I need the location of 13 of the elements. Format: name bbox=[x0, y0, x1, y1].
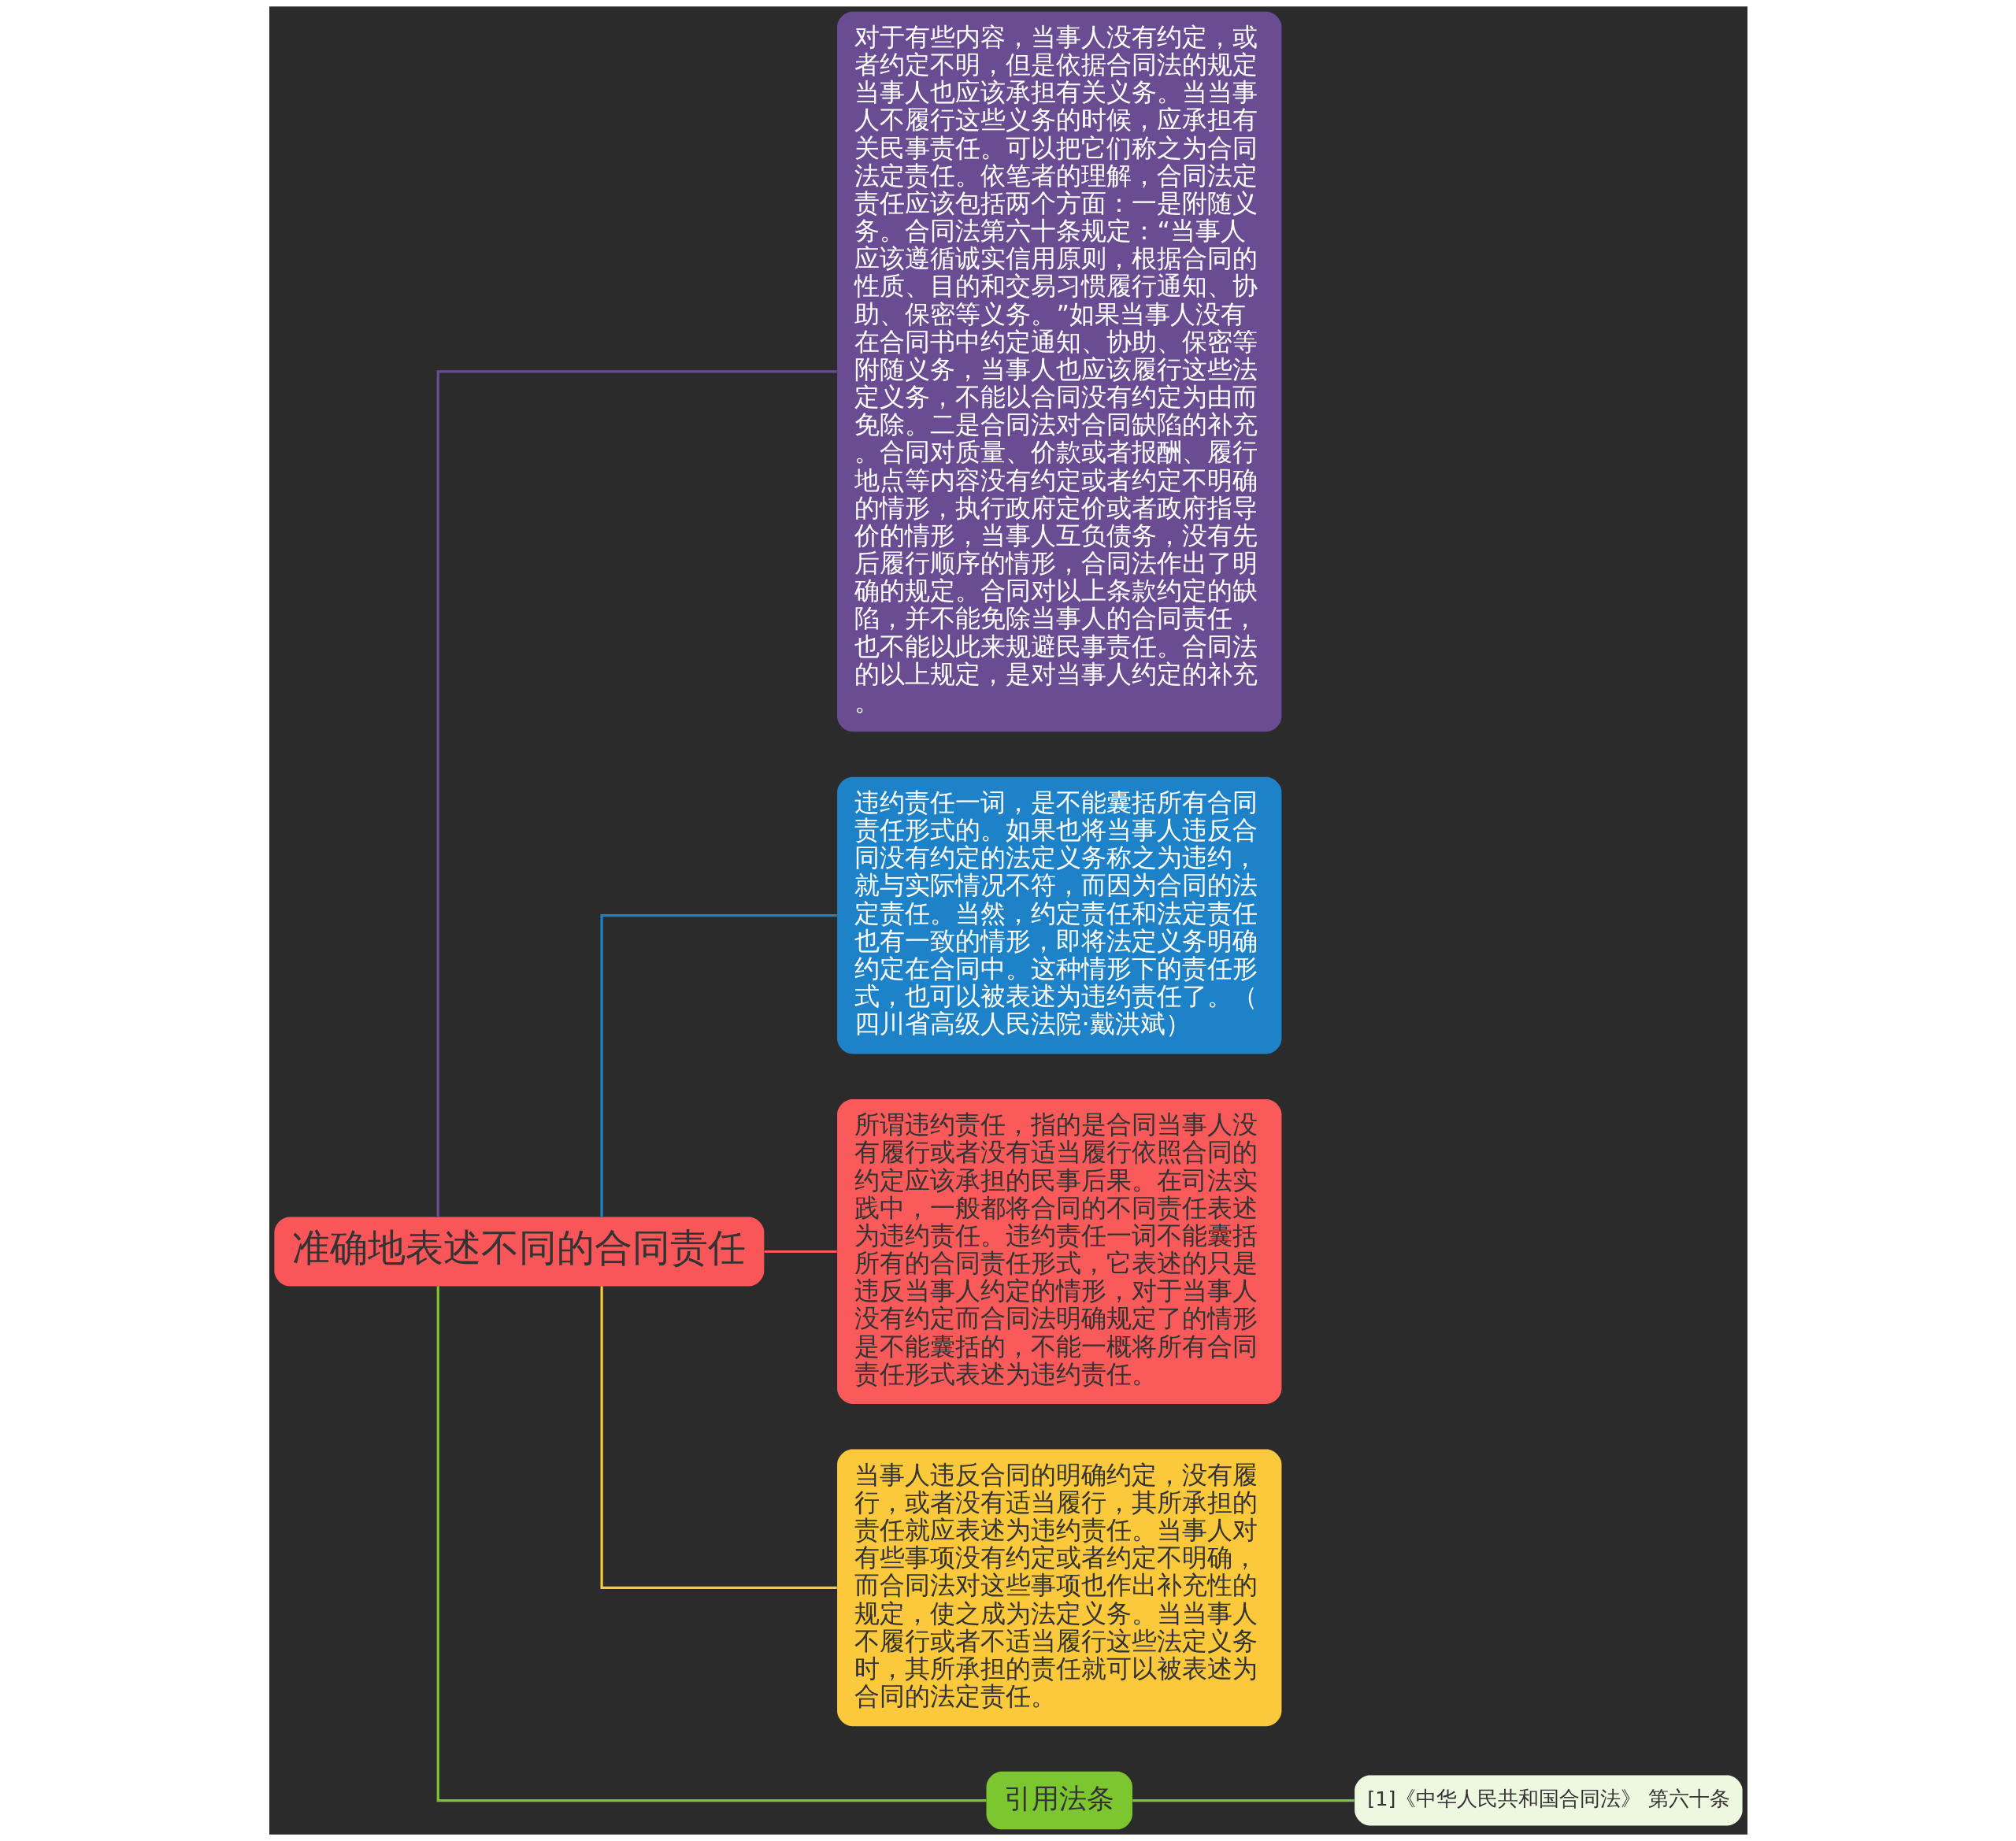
connector bbox=[600, 914, 837, 1217]
node-box: 引用法条 bbox=[986, 1771, 1132, 1830]
connector bbox=[436, 1286, 986, 1802]
node-box: 准确地表述不同的合同责任 bbox=[273, 1217, 764, 1287]
node-box: [1]《中华人民共和国合同法》 第六十条 bbox=[1354, 1775, 1743, 1826]
connector bbox=[764, 1250, 837, 1254]
node-box: 所谓违约责任，指的是合同当事人没有履行或者没有适当履行依照合同的约定应该承担的民事后果。在司法实践中，一般都将合同的不同责任表述为违约责任。违约责任一词不能囊括所有的合同责任形式，它表述的只是违反当事人约定的情形，对于当事人没有约定而合同法明确规定了的情形是不能囊括的，不能一概将所有合同责任形式表述为违约责任。 bbox=[836, 1099, 1281, 1404]
node-box: 当事人违反合同的明确约定，没有履行，或者没有适当履行，其所承担的责任就应表述为违约责任。当事人对有些事项没有约定或者约定不明确，而合同法对这些事项也作出补充性的规定，使之成为法定义务。当当事人不履行或者不适当履行这些法定义务时，其所承担的责任就可以被表述为合同的法定责任。 bbox=[836, 1449, 1281, 1727]
node-box: 对于有些内容，当事人没有约定，或者约定不明，但是依据合同法的规定当事人也应该承担有关义务。当当事人不履行这些义务的时候，应承担有关民事责任。可以把它们称之为合同法定责任。依笔者的理解，合同法定责任应该包括两个方面：一是附随义务。合同法第六十条规定：“当事人应该遵循诚实信用原则，根据合同的性质、目的和交易习惯履行通知、协助、保密等义务。”如果当事人没有在合同书中约定通知、协助、保密等附随义务，当事人也应该履行这些法定义务，不能以合同没有约定为由而免除。二是合同法对合同缺陷的补充。合同对质量、价款或者报酬、履行地点等内容没有约定或者约定不明确的情形，执行政府定价或者政府指导价的情形，当事人互负债务，没有先后履行顺序的情形，合同法作出了明确的规定。合同对以上条款约定的缺陷，并不能免除当事人的合同责任，也不能以此来规避民事责任。合同法的以上规定，是对当事人约定的补充。 bbox=[836, 11, 1281, 732]
connector bbox=[1132, 1798, 1354, 1802]
node-box: 违约责任一词，是不能囊括所有合同责任形式的。如果也将当事人违反合同没有约定的法定义务称之为违约，就与实际情况不符，而因为合同的法定责任。当然，约定责任和法定责任也有一致的情形，即将法定义务明确约定在合同中。这种情形下的责任形式，也可以被表述为违约责任了。（四川省高级人民法院·戴洪斌） bbox=[836, 776, 1281, 1054]
connector bbox=[436, 370, 837, 1217]
connector bbox=[600, 1286, 837, 1589]
